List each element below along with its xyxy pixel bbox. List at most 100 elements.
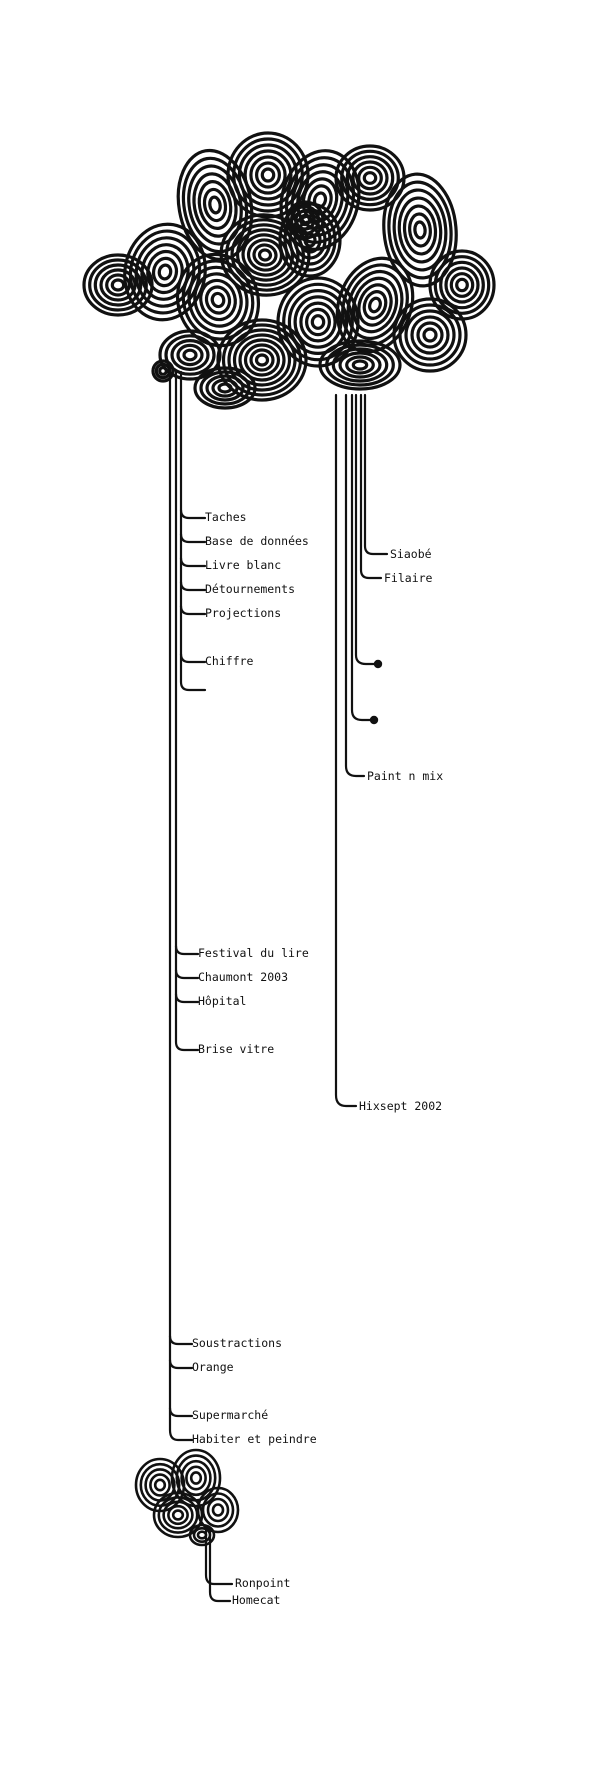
swirl-ring xyxy=(105,273,131,297)
swirl-ring xyxy=(298,213,312,227)
swirl-ring xyxy=(88,258,148,312)
link-orange[interactable]: Orange xyxy=(192,1360,234,1374)
swirl-ring xyxy=(204,285,232,315)
swirl-ring xyxy=(188,1523,216,1547)
swirl-ring xyxy=(294,209,316,231)
swirl-ring xyxy=(318,339,402,391)
swirl-ring xyxy=(181,156,249,254)
stem-paint-n-mix xyxy=(344,393,366,778)
swirl-ring xyxy=(357,283,393,327)
swirl-ring xyxy=(257,248,273,262)
swirl-ring xyxy=(193,272,243,328)
link-paint-n-mix[interactable]: Paint n mix xyxy=(367,769,444,783)
swirl-ring xyxy=(201,1492,235,1528)
link-supermarche[interactable]: Supermarché xyxy=(192,1408,269,1422)
link-habiter-et-peindre[interactable]: Habiter et peindre xyxy=(192,1432,317,1446)
link-soustractions[interactable]: Soustractions xyxy=(192,1336,283,1350)
swirl-ring xyxy=(305,307,332,337)
link-projections[interactable]: Projections xyxy=(205,606,282,620)
link-ronpoint[interactable]: Ronpoint xyxy=(235,1576,291,1590)
stem-b xyxy=(174,370,200,1052)
swirl-ring xyxy=(325,343,395,387)
branch-hopital xyxy=(174,992,200,1004)
swirl-ring xyxy=(387,180,453,280)
branch-festival-du-lire xyxy=(174,944,200,956)
swirl-ring xyxy=(158,366,168,376)
swirl-ring xyxy=(208,195,222,215)
swirl-ring xyxy=(404,309,456,361)
link-chaumont-2003[interactable]: Chaumont 2003 xyxy=(198,970,289,984)
swirl-ring xyxy=(241,233,289,277)
swirl-ring xyxy=(162,1500,194,1530)
stem-dot-2 xyxy=(350,393,374,722)
swirl-ring xyxy=(287,289,349,356)
swirl-ring xyxy=(196,1530,208,1540)
branch-soustractions xyxy=(168,1334,194,1346)
swirl-ring xyxy=(211,378,239,398)
swirl-ring xyxy=(151,359,175,383)
swirl-ring xyxy=(288,214,332,266)
swirl-ring xyxy=(422,327,438,343)
swirl-ring xyxy=(340,149,400,207)
swirl-ring xyxy=(410,315,450,355)
swirl-ring xyxy=(362,171,378,185)
swirl-ring xyxy=(226,131,310,219)
swirl-ring xyxy=(357,165,383,191)
swirl-ring xyxy=(416,321,444,349)
swirl-ring xyxy=(368,296,382,314)
stem-siaobe xyxy=(363,393,389,556)
stem-filaire xyxy=(359,393,383,580)
swirl-ring xyxy=(351,276,399,334)
swirl-ring xyxy=(338,351,382,379)
link-chiffre[interactable]: Chiffre xyxy=(205,654,254,668)
swirl-ring xyxy=(157,263,173,281)
swirl-ring xyxy=(243,343,281,377)
swirl-ring xyxy=(152,1491,204,1539)
swirl-ring xyxy=(331,347,389,383)
link-base-de-donnees[interactable]: Base de données xyxy=(205,534,309,548)
link-homecat[interactable]: Homecat xyxy=(232,1593,281,1607)
end-dot xyxy=(373,659,383,669)
swirl-ring xyxy=(211,1503,225,1517)
link-taches[interactable]: Taches xyxy=(205,510,247,524)
swirl-ring xyxy=(199,370,251,406)
link-siaobe[interactable]: Siaobé xyxy=(390,547,432,561)
link-detournements[interactable]: Détournements xyxy=(205,582,296,596)
swirl-ring xyxy=(93,263,143,307)
swirl-ring xyxy=(246,238,284,272)
swirl-ring xyxy=(345,155,395,201)
swirl-ring xyxy=(189,1471,203,1485)
stem-knot-a xyxy=(204,1528,234,1586)
link-festival-du-lire[interactable]: Festival du lire xyxy=(198,946,309,960)
swirl-ring xyxy=(249,155,287,195)
swirl-ring xyxy=(433,255,491,315)
swirl-ring xyxy=(134,236,196,308)
swirl-ring xyxy=(351,359,369,371)
link-brise-vitre[interactable]: Brise vitre xyxy=(198,1042,275,1056)
swirl-ring xyxy=(252,243,278,267)
swirl-ring xyxy=(158,329,222,381)
swirl-ring xyxy=(227,328,297,392)
branch-projections xyxy=(179,604,207,616)
swirl-ring xyxy=(345,355,375,375)
link-filaire[interactable]: Filaire xyxy=(384,571,433,585)
swirl-ring xyxy=(449,272,475,298)
swirl-ring xyxy=(164,334,216,376)
swirl-ring xyxy=(254,353,270,367)
swirl-ring xyxy=(110,278,126,292)
swirl-ring xyxy=(260,167,276,183)
branch-lines xyxy=(168,363,389,1603)
swirl-ring xyxy=(199,278,237,322)
swirl-ring xyxy=(408,212,432,248)
link-hixsept-2002[interactable]: Hixsept 2002 xyxy=(359,1099,443,1113)
swirl-ring xyxy=(221,323,303,397)
swirl-ring xyxy=(157,1496,199,1534)
link-livre-blanc[interactable]: Livre blanc xyxy=(205,558,282,572)
stem-dot-1 xyxy=(354,393,378,666)
link-hopital[interactable]: Hôpital xyxy=(198,994,247,1008)
swirl-ring xyxy=(170,339,210,372)
swirl-ring xyxy=(167,1504,189,1526)
swirl-ring xyxy=(299,301,337,343)
stem-hixsept xyxy=(334,393,358,1108)
